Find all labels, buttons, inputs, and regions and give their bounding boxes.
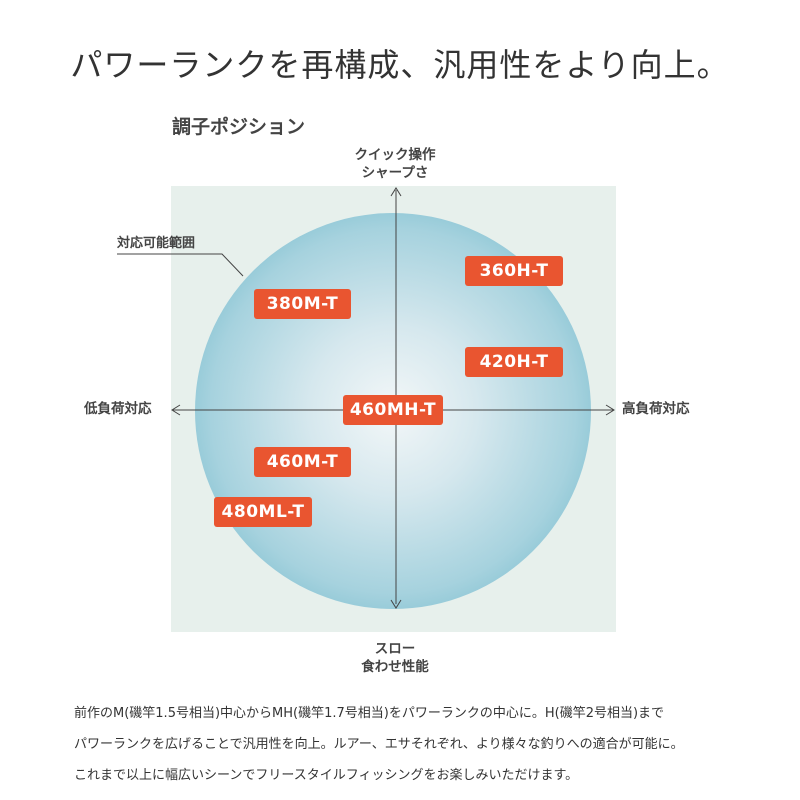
tag-460m-t: 460M-T [254, 447, 351, 477]
arrow-right-icon [605, 404, 615, 416]
axis-bottom-line-2: 食わせ性能 [361, 659, 429, 675]
description-line-2: パワーランクを広げることで汎用性を向上。ルアー、エサそれぞれ、より様々な釣りへの… [74, 737, 684, 752]
section-title: 調子ポジション [172, 116, 306, 138]
tag-420h-t: 420H-T [465, 347, 563, 377]
description-line-1: 前作のM(磯竿1.5号相当)中心からMH(磯竿1.7号相当)をパワーランクの中心… [74, 706, 665, 721]
description-line-3: これまで以上に幅広いシーンでフリースタイルフィッシングをお楽しみいただけます。 [74, 768, 579, 783]
tag-380m-t: 380M-T [254, 289, 351, 319]
arrow-left-icon [171, 404, 181, 416]
axis-top-line-2: シャープさ [361, 165, 429, 181]
axis-left-label: 低負荷対応 [84, 401, 152, 417]
range-leader-line [117, 253, 244, 277]
headline: パワーランクを再構成、汎用性をより向上。 [70, 46, 730, 84]
axis-bottom-line-1: スロー [374, 641, 416, 657]
description: 前作のM(磯竿1.5号相当)中心からMH(磯竿1.7号相当)をパワーランクの中心… [74, 698, 754, 791]
axis-bottom-label: スロー 食わせ性能 [330, 640, 460, 676]
arrow-down-icon [390, 599, 402, 609]
axis-right-label: 高負荷対応 [622, 401, 690, 417]
range-label: 対応可能範囲 [117, 236, 196, 251]
axis-top-label: クイック操作 シャープさ [330, 146, 460, 182]
tag-460mh-t: 460MH-T [343, 395, 443, 425]
tag-360h-t: 360H-T [465, 256, 563, 286]
tag-480ml-t: 480ML-T [214, 497, 312, 527]
axis-top-line-1: クイック操作 [354, 147, 436, 163]
arrow-up-icon [390, 187, 402, 197]
